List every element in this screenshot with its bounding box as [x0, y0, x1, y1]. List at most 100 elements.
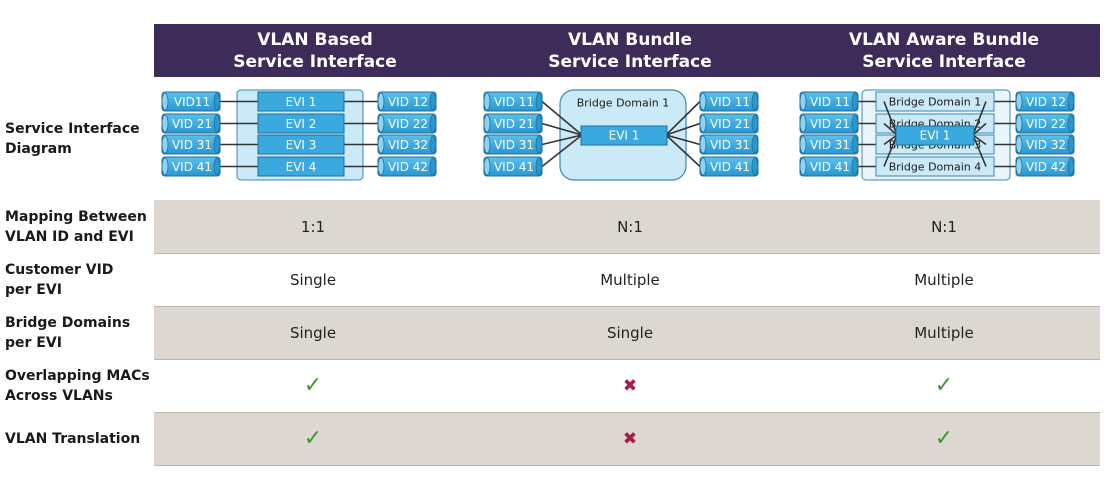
vid-label: VID 41 — [172, 160, 212, 174]
vid-label: VID 32 — [388, 138, 428, 152]
bridge-domain-label: Bridge Domain 4 — [889, 161, 982, 174]
row-label-line1: Overlapping MACs — [5, 368, 150, 384]
row-label-line2: Across VLANs — [5, 388, 113, 404]
connector-line — [972, 122, 987, 136]
bridge-domain-box — [875, 91, 995, 112]
evi-label: EVI 2 — [286, 117, 317, 131]
cell-mapping-aware: N:1 — [931, 217, 957, 236]
evi-box — [257, 156, 345, 177]
connector-line — [665, 122, 701, 136]
vid-box: VID 32 — [377, 134, 437, 155]
column-header-vlan-based: VLAN Based Service Interface — [158, 24, 472, 77]
vid-label: VID 31 — [810, 138, 850, 152]
evi-label: EVI 3 — [286, 138, 317, 152]
check-icon: ✓ — [303, 425, 323, 451]
vid-label: VID 41 — [494, 160, 534, 174]
row-label-line2: VLAN ID and EVI — [5, 229, 134, 245]
connector-line — [541, 134, 583, 168]
vid-box: VID 42 — [377, 156, 437, 177]
vid-box: VID 12 — [1015, 91, 1075, 112]
connector-line — [541, 122, 583, 136]
row-label-line2: Diagram — [5, 141, 72, 157]
connector-line — [883, 101, 898, 136]
vid-box: VID 11 — [699, 91, 759, 112]
bridge-domain-label: Bridge Domain 1 — [889, 96, 982, 109]
vid-label: VID 11 — [810, 95, 850, 109]
vid-box: VID 41 — [699, 156, 759, 177]
vid-box: VID 41 — [799, 156, 859, 177]
vid-label: VID11 — [174, 95, 210, 109]
check-icon: ✓ — [934, 425, 954, 451]
vid-box: VID 11 — [799, 91, 859, 112]
connector-line — [972, 134, 987, 146]
row-label-service-interface-diagram: Service Interface Diagram — [5, 119, 140, 159]
vid-box: VID11 — [161, 91, 221, 112]
column-header-line1: VLAN Bundle — [568, 29, 692, 50]
vid-label: VID 31 — [494, 138, 534, 152]
cell-customer-vid-bundle: Multiple — [600, 271, 660, 289]
column-header-line2: Service Interface — [862, 51, 1026, 72]
vid-box: VID 12 — [377, 91, 437, 112]
cell-bridge-domains-bundle: Single — [606, 324, 654, 342]
table-row-bridge-domains — [154, 307, 1100, 360]
vid-label: VID 12 — [388, 95, 428, 109]
vid-label: VID 21 — [810, 117, 850, 131]
column-header-vlan-bundle: VLAN Bundle Service Interface — [472, 24, 788, 77]
cross-icon: ✖ — [622, 376, 638, 396]
check-icon: ✓ — [934, 372, 954, 398]
vid-box: VID 31 — [161, 134, 221, 155]
connector-line — [972, 101, 987, 136]
connector-line — [665, 134, 701, 168]
evi-box — [895, 125, 975, 146]
column-header-line2: Service Interface — [233, 51, 397, 72]
evi-box — [257, 91, 345, 112]
vid-label: VID 31 — [710, 138, 750, 152]
vid-box: VID 42 — [1015, 156, 1075, 177]
cell-bridge-domains-aware: Multiple — [914, 324, 974, 342]
evi-label: EVI 1 — [286, 95, 317, 109]
vid-label: VID 21 — [710, 117, 750, 131]
vid-box: VID 22 — [1015, 113, 1075, 134]
bridge-domain-box — [875, 156, 995, 177]
connector-line — [883, 134, 898, 146]
connector-line — [883, 122, 898, 136]
evi-box — [257, 134, 345, 155]
vid-label: VID 22 — [1026, 117, 1066, 131]
connector-line — [665, 134, 701, 146]
vid-box: VID 21 — [699, 113, 759, 134]
vid-label: VID 22 — [388, 117, 428, 131]
evi-box — [257, 113, 345, 134]
evi-label: EVI 4 — [286, 160, 317, 174]
vid-label: VID 12 — [1026, 95, 1066, 109]
row-label-line1: VLAN Translation — [5, 431, 141, 447]
vid-box: VID 41 — [483, 156, 543, 177]
row-label-line1: Mapping Between — [5, 209, 147, 225]
column-header-line2: Service Interface — [548, 51, 712, 72]
cross-icon: ✖ — [622, 429, 638, 449]
cell-mapping-based: 1:1 — [300, 217, 326, 236]
connector-line — [972, 134, 987, 167]
connector-line — [883, 134, 898, 167]
row-label-customer-vid: Customer VID per EVI — [5, 260, 113, 300]
row-label-mapping: Mapping Between VLAN ID and EVI — [5, 207, 147, 247]
row-label-line2: per EVI — [5, 282, 62, 298]
vid-box: VID 41 — [161, 156, 221, 177]
table-header: VLAN Based Service Interface VLAN Bundle… — [154, 24, 1100, 77]
cell-mapping-bundle: N:1 — [617, 217, 643, 236]
vid-box: VID 31 — [799, 134, 859, 155]
vid-box: VID 11 — [483, 91, 543, 112]
vid-label: VID 41 — [810, 160, 850, 174]
vid-label: VID 42 — [388, 160, 428, 174]
vid-label: VID 11 — [710, 95, 750, 109]
row-label-bridge-domains: Bridge Domains per EVI — [5, 313, 130, 353]
vid-box: VID 21 — [161, 113, 221, 134]
vid-label: VID 32 — [1026, 138, 1066, 152]
vid-box: VID 31 — [483, 134, 543, 155]
vid-label: VID 31 — [172, 138, 212, 152]
connector-line — [541, 100, 583, 136]
evi-box — [580, 125, 668, 146]
